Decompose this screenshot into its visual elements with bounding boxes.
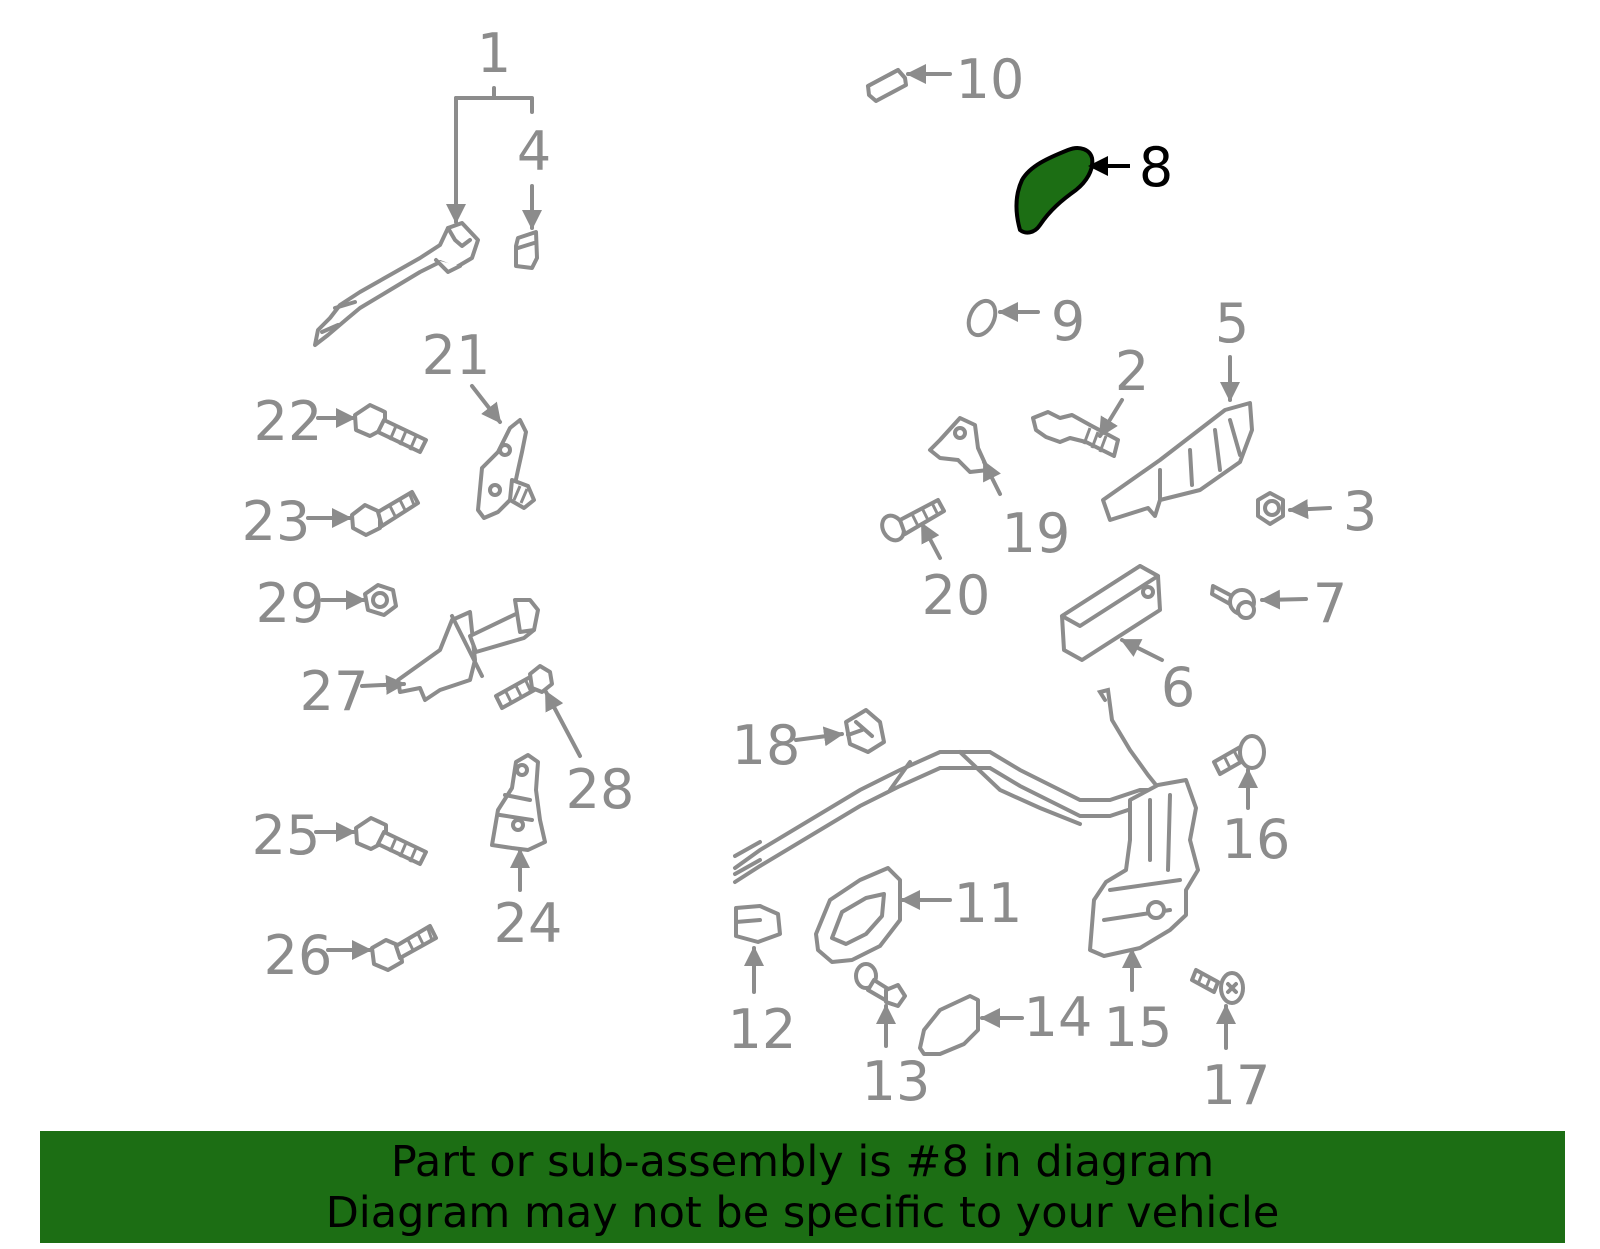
callout-6: 6 — [1161, 656, 1195, 719]
callout-24: 24 — [494, 892, 563, 955]
callout-16: 16 — [1222, 808, 1291, 871]
part-1-outside-handle — [313, 221, 480, 347]
callout-4: 4 — [517, 120, 551, 183]
callout-20: 20 — [922, 564, 991, 627]
callout-21: 21 — [422, 324, 491, 387]
callout-29: 29 — [256, 572, 325, 635]
part-24-lower-hinge — [490, 753, 547, 852]
part-23-bolt — [350, 490, 420, 537]
cable-assembly — [733, 687, 1182, 884]
part-19-bracket — [928, 416, 990, 474]
callout-13: 13 — [862, 1050, 931, 1113]
callout-26: 26 — [264, 924, 333, 987]
part-12-clip — [734, 904, 782, 944]
callout-12: 12 — [728, 998, 797, 1061]
callout-10: 10 — [956, 48, 1025, 111]
callout-9: 9 — [1051, 290, 1085, 353]
part-2-striker — [1031, 410, 1120, 458]
callout-2: 2 — [1115, 340, 1149, 403]
info-banner: Part or sub-assembly is #8 in diagram Di… — [40, 1131, 1565, 1243]
part-4-clip — [514, 230, 539, 270]
part-26-bolt — [370, 924, 438, 972]
callout-14: 14 — [1024, 986, 1093, 1049]
callout-15: 15 — [1104, 996, 1173, 1059]
part-6-module — [1060, 564, 1162, 662]
callout-3: 3 — [1343, 480, 1377, 543]
part-5-bracket — [1101, 401, 1254, 522]
part-10-pad — [866, 68, 908, 103]
callout-28: 28 — [566, 758, 635, 821]
banner-line-part-number: Part or sub-assembly is #8 in diagram — [390, 1137, 1215, 1187]
callout-19: 19 — [1002, 502, 1071, 565]
part-21-upper-hinge — [476, 418, 536, 520]
part-14-cap — [918, 994, 980, 1056]
part-28-bolt — [494, 664, 554, 710]
callout-11: 11 — [954, 872, 1023, 935]
callout-17: 17 — [1202, 1054, 1271, 1117]
part-7-pin — [1210, 584, 1256, 620]
callout-18: 18 — [732, 714, 801, 777]
part-17-screw — [1190, 968, 1245, 1005]
part-9-o-ring — [966, 298, 998, 338]
part-20-screw — [880, 498, 946, 543]
callout-27: 27 — [300, 660, 369, 723]
leader-lines — [306, 64, 1332, 1050]
callout-25: 25 — [252, 804, 321, 867]
part-16-screw — [1212, 734, 1266, 776]
part-3-nut — [1256, 491, 1285, 526]
part-18-clip — [844, 708, 886, 754]
callout-labels: 1 2 3 4 5 6 7 8 9 10 11 12 13 14 15 16 1… — [242, 22, 1378, 1117]
callout-7: 7 — [1313, 572, 1347, 635]
part-15-latch — [1088, 778, 1200, 958]
part-27-door-check — [396, 598, 540, 702]
callout-5: 5 — [1215, 292, 1249, 355]
part-22-bolt — [353, 403, 428, 454]
callout-22: 22 — [254, 390, 323, 453]
part-25-bolt — [354, 816, 428, 866]
part-8-cover-highlighted — [1014, 146, 1095, 235]
callout-8-highlighted: 8 — [1139, 136, 1173, 199]
part-13-screw — [854, 962, 907, 1008]
callout-1: 1 — [477, 22, 511, 85]
part-11-inside-handle — [814, 866, 902, 964]
banner-line-disclaimer: Diagram may not be specific to your vehi… — [325, 1188, 1280, 1238]
callout-23: 23 — [242, 490, 311, 553]
part-29-nut — [363, 583, 398, 617]
